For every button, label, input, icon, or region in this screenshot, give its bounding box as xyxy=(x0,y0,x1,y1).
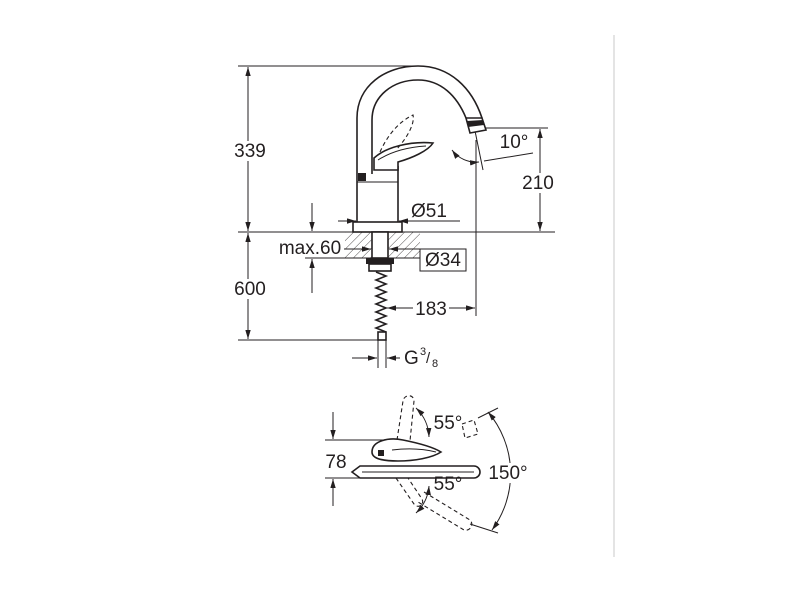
side-view: 339 600 210 10° Ø51 xyxy=(232,65,556,370)
label-background xyxy=(520,173,556,193)
spout-tip-band xyxy=(467,120,484,127)
countertop-section-right xyxy=(388,232,420,258)
hole-diameter-label: Ø34 xyxy=(425,250,461,271)
spout-outer-outline xyxy=(356,65,483,222)
mounting-shank xyxy=(371,231,389,259)
label-background xyxy=(486,463,530,483)
supply-hose-fitting xyxy=(377,331,387,341)
label-background xyxy=(413,300,449,319)
countertop-section-left xyxy=(345,232,372,258)
swivel-extension-upper xyxy=(477,407,499,419)
spout-height-label: 210 xyxy=(522,173,554,194)
lever-top-view-indicator xyxy=(378,450,384,456)
connection-thread-numerator: 3 xyxy=(420,346,426,358)
lever-handle xyxy=(373,141,435,171)
base-diameter-label: Ø51 xyxy=(411,201,447,222)
body-base-flange xyxy=(352,221,403,233)
overall-height-label: 339 xyxy=(234,141,266,162)
connection-thread-separator: / xyxy=(426,350,431,367)
swivel-extension-lower xyxy=(469,523,499,534)
lever-rotated-position-upper xyxy=(396,395,415,442)
swivel-angle-label: 150° xyxy=(488,463,527,484)
lever-handle-detail xyxy=(377,145,427,161)
label-background xyxy=(232,279,268,299)
lever-depth-label: 78 xyxy=(325,452,346,473)
spout-angle-label: 10° xyxy=(500,132,529,153)
spout-inner-outline xyxy=(371,79,467,174)
lever-raised-position xyxy=(379,114,414,153)
spout-reach-label: 183 xyxy=(415,299,447,320)
spout-angle-leader xyxy=(483,152,534,162)
connection-thread-denominator: 8 xyxy=(432,358,438,370)
label-background xyxy=(323,452,350,472)
label-background xyxy=(278,239,342,257)
spout-angle-arc xyxy=(451,149,480,166)
counter-thickness-label: max.60 xyxy=(279,238,341,259)
lever-angle-lower-arc xyxy=(415,485,431,514)
lever-angle-upper-arc xyxy=(415,407,432,438)
supply-hose-thread xyxy=(373,271,389,333)
hole-diameter-label-frame xyxy=(419,248,467,272)
body-indicator-mark xyxy=(358,173,366,181)
mounting-nut xyxy=(366,258,394,264)
top-view: 78 55° 55° 150° xyxy=(323,395,530,534)
lever-top-view-detail xyxy=(391,448,437,453)
lever-angle-upper-label: 55° xyxy=(434,413,463,434)
lever-top-view xyxy=(371,438,443,462)
connection-thread-letter: G xyxy=(404,348,419,369)
spout-angle-line xyxy=(473,125,484,171)
hose-length-label: 600 xyxy=(234,279,266,300)
lever-angle-lower-label: 55° xyxy=(434,474,463,495)
mounting-washer xyxy=(368,263,392,272)
label-background xyxy=(232,141,268,161)
spout-rotated-position-upper xyxy=(461,419,479,439)
